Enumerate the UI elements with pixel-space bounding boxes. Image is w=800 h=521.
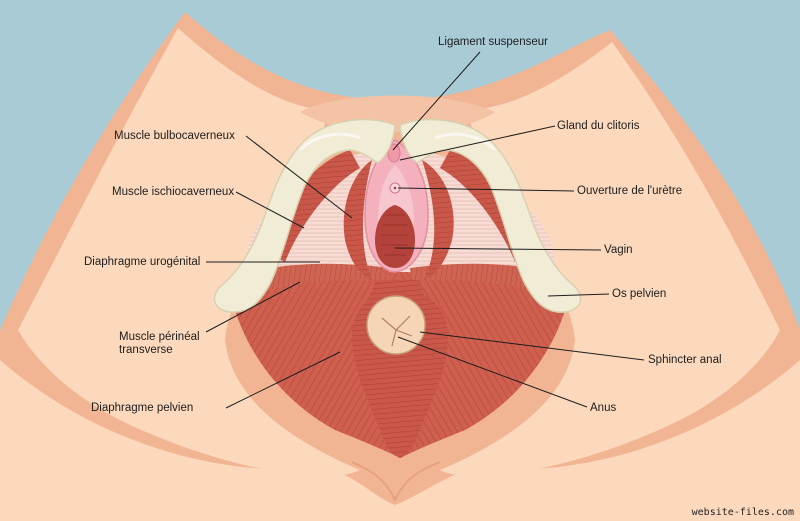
label-muscle-ischiocaverneux: Muscle ischiocaverneux — [112, 186, 235, 198]
pubic-bone-left — [213, 118, 396, 313]
skin-left-thigh — [18, 28, 360, 477]
label-diaphragme-urogenital: Diaphragme urogénital — [84, 256, 201, 268]
clitoris-glans — [387, 143, 401, 163]
label-anus: Anus — [590, 402, 617, 414]
label-ouverture-uretre: Ouverture de l'urètre — [577, 185, 683, 197]
bulbocavernosus-right — [422, 160, 454, 280]
watermark: website-files.com — [691, 507, 794, 518]
vaginal-opening — [375, 205, 415, 268]
label-muscle-bulbocaverneux: Muscle bulbocaverneux — [114, 130, 235, 142]
label-os-pelvien: Os pelvien — [612, 288, 667, 300]
anus — [366, 295, 426, 355]
gluteal-cleft — [351, 461, 441, 503]
transverse-perineal-right — [410, 263, 542, 292]
transverse-perineal-left — [258, 263, 390, 292]
label-diaphragme-pelvien: Diaphragme pelvien — [91, 402, 194, 414]
label-muscle-perineal: Muscle périnéal — [119, 331, 200, 343]
bulbocavernosus-left — [343, 160, 372, 280]
skin-right-thigh — [440, 42, 780, 477]
label-sphincter-anal: Sphincter anal — [648, 354, 722, 366]
label-ligament-suspenseur: Ligament suspenseur — [438, 36, 548, 48]
label-gland-du-clitoris: Gland du clitoris — [557, 120, 640, 132]
leader-lines — [205, 51, 645, 409]
skin-bottom — [0, 360, 800, 521]
label-transverse: transverse — [119, 344, 173, 356]
label-vagin: Vagin — [604, 244, 633, 256]
